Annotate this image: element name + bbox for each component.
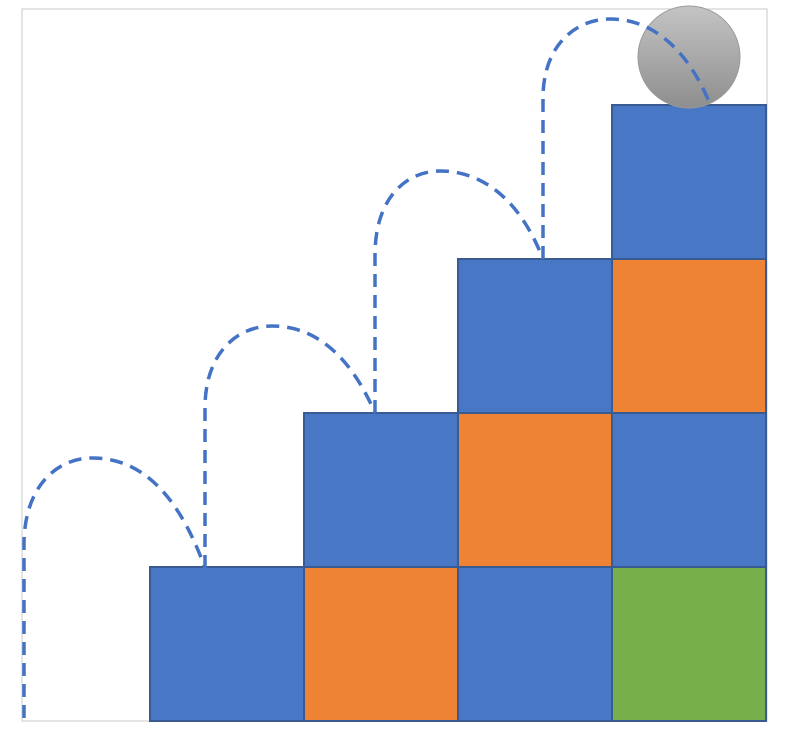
block-col3-level1	[457, 566, 613, 722]
ball	[637, 5, 741, 109]
jump-arc-4	[541, 17, 712, 259]
jump-arc-3	[373, 169, 545, 413]
block-col3-level3	[457, 258, 613, 414]
block-col1-level1	[149, 566, 305, 722]
jump-arc-2	[203, 324, 377, 568]
block-col4-level1	[611, 566, 767, 722]
block-col4-level3	[611, 258, 767, 414]
block-col2-level2	[303, 412, 459, 568]
block-col4-level4	[611, 104, 767, 260]
block-col4-level2	[611, 412, 767, 568]
jump-arc-1	[22, 456, 207, 718]
block-col3-level2	[457, 412, 613, 568]
block-col2-level1	[303, 566, 459, 722]
